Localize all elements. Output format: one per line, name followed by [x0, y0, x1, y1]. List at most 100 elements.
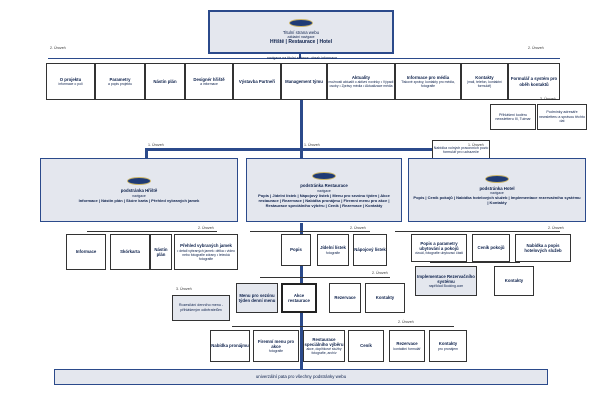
page-box-title: Formulář a systém pro oběh kontaktů: [510, 76, 558, 87]
nav-item: Nástin plán: [145, 63, 185, 100]
page-box-title: Management týmu: [285, 78, 323, 84]
page-box-title: Popis a parametry ubytování a pokojů: [419, 240, 459, 251]
page-box-subtitle: (mail, telefon, kontaktní formulář): [466, 80, 503, 89]
page-box-title: Restaurace speciálního výběru: [304, 336, 344, 347]
restaurant-page: Nabídka pronájmu: [210, 330, 250, 362]
restaurant-page: Popis: [281, 234, 311, 266]
section-links: Informace | Nástin plán | Skóre karta | …: [78, 197, 200, 203]
golf-page: Skórkarta: [110, 234, 150, 270]
connector-line: [145, 148, 465, 151]
page-box-title: Nabídka pronájmu: [211, 343, 249, 349]
hotel-page: Nabídka a popis hotelových služeb: [515, 234, 571, 262]
page-box-subtitle: kontaktní formulář: [393, 346, 421, 351]
restaurant-side-box: Rozesílání denního menu - přihlášeným od…: [172, 295, 230, 321]
section-nav-label: navigace: [132, 193, 146, 198]
connector-line: [232, 326, 454, 327]
connector-line: [48, 58, 560, 59]
section-restaurant: podstránka Restaurace navigace Popis | J…: [246, 158, 402, 222]
level-label: 3. Úroveň: [176, 287, 192, 291]
page-box-title: Kontakty: [475, 74, 494, 80]
level-label: 2. Úroveň: [350, 226, 366, 230]
page-box-subtitle: a popis projektu: [108, 82, 132, 87]
connector-line: [87, 231, 217, 232]
section-nav-label: navigace: [490, 191, 504, 196]
logo-icon: [127, 177, 151, 186]
page-box-title: Popis: [290, 247, 302, 253]
page-box-title: Informace pro média: [406, 74, 450, 80]
nav-item: Kontakty(mail, telefon, kontaktní formul…: [461, 63, 508, 100]
page-box-title: Nástin plán: [153, 78, 177, 84]
level-label: 2. Úroveň: [528, 46, 544, 50]
section-title: podstránka Restaurace: [300, 183, 348, 189]
homepage-subtitle: základní navigace: [287, 35, 315, 40]
page-box-title: Ceník: [360, 343, 372, 349]
homepage-title: Titulní strana webu: [282, 29, 320, 35]
page-box-title: Kontakty: [438, 341, 458, 347]
page-box-subtitle: a informace: [200, 82, 218, 87]
level-label: 2. Úroveň: [198, 226, 214, 230]
page-box-subtitle: akce, doplňkové služby fotografie, archi…: [306, 347, 342, 356]
logo-icon: [312, 172, 336, 181]
page-box-subtitle: informace o poli: [58, 82, 83, 87]
page-box-title: Menu pro sezónu týden denní menu: [238, 292, 276, 303]
connector-line: [250, 231, 370, 232]
level-label: 3. Úroveň: [540, 97, 556, 101]
level-label: 2. Úroveň: [548, 226, 564, 230]
nav-item: Formulář a systém pro oběh kontaktů: [508, 63, 560, 100]
hotel-page: Kontakty: [494, 266, 534, 296]
connector-line: [300, 100, 303, 158]
page-box-title: Skórkarta: [120, 249, 140, 255]
golf-page: Nástin plán: [150, 234, 172, 270]
page-box-title: Ceník pokojů: [477, 245, 505, 251]
page-box-subtitle: fotografie: [268, 349, 284, 354]
golf-page: Informace: [66, 234, 106, 270]
level-label: 2. Úroveň: [372, 271, 388, 275]
connector-line: [260, 277, 390, 278]
section-title: podstránka Hřiště: [120, 188, 158, 194]
nav-label-text: navigace na titulní stránce: obsah infor…: [266, 56, 338, 61]
page-box-title: Výstavba Partneři: [238, 78, 276, 84]
footer-bar: univerzální pata pro všechny podstránky …: [54, 369, 548, 385]
page-box-subtitle: • detail vybraných jamek: délka • video …: [177, 248, 235, 261]
homepage-sections: Hřiště | Restaurace | Hotel: [270, 39, 332, 46]
section-links: Popis | Ceník pokojů | Nabídka hotelovýc…: [413, 195, 581, 206]
nav-label: navigace na titulní stránce: obsah infor…: [40, 55, 564, 62]
restaurant-page: Akce restaurace: [281, 283, 317, 313]
section-title: podstránka Hotel: [479, 185, 515, 191]
restaurant-page: Ceník: [348, 330, 384, 362]
level-label: 1. Úroveň: [148, 143, 164, 147]
page-box-subtitle: fotografie: [325, 250, 341, 255]
nav-sub-text: Přihlášení kodéru newsletteru III, Tuima…: [495, 112, 531, 121]
nav-sub-text: Nabídka volných pracovních pozic formulá…: [433, 145, 489, 154]
footer-text: univerzální pata pro všechny podstránky …: [255, 374, 347, 380]
page-box-title: Kontakty: [375, 295, 395, 301]
page-box-title: Akce restaurace: [288, 292, 310, 303]
page-box-title: Aktuality: [351, 74, 371, 80]
nav-item: Management týmu: [281, 63, 327, 100]
page-box-title: Rezervace: [396, 341, 418, 347]
connector-line: [145, 148, 148, 158]
nav-sub-item: Přihlášení kodéru newsletteru III, Tuima…: [490, 104, 536, 130]
homepage-box: Titulní strana webu základní navigace Hř…: [208, 10, 394, 54]
page-box-title: Informace: [75, 249, 97, 255]
connector-line: [430, 262, 520, 263]
nav-sub-item: Podmínky adresáře newsletteru a správou …: [537, 104, 587, 130]
page-box-title: Jídelní lístek: [320, 245, 346, 251]
page-box-title: Firemní menu pro akce: [257, 338, 295, 349]
page-box-title: O projektu: [59, 76, 82, 82]
page-box-subtitle: možnosti aktualit o aktivní novinky • Vý…: [328, 80, 394, 89]
connector-line: [299, 53, 301, 58]
restaurant-page: Rezervace: [329, 283, 361, 313]
page-box-title: Kontakty: [504, 278, 524, 284]
golf-page: Přehled vybraných jamek• detail vybranýc…: [174, 234, 238, 270]
